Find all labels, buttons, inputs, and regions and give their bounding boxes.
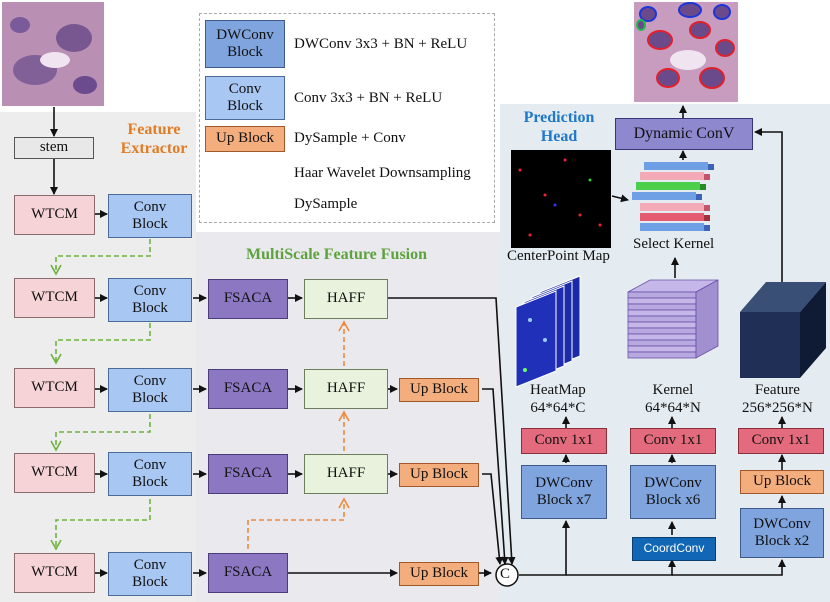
conv-block-4: Conv Block [108,452,192,496]
fusion-title: MultiScale Feature Fusion [246,246,428,263]
dwconv-block-x2: DWConv Block x2 [740,508,824,558]
input-image [2,2,104,106]
concat-node [495,563,519,587]
up-block-head: Up Block [740,470,824,494]
fsaca-block-1: FSACA [208,279,288,319]
fsaca-block-4: FSACA [208,553,288,593]
wtcm-block-2: WTCM [14,278,95,318]
wtcm-block-4: WTCM [14,453,95,493]
wtcm-block-5: WTCM [14,553,95,593]
legend-haar-desc: Haar Wavelet Downsampling [294,165,471,181]
select-kernel-graphic [632,162,714,231]
heatmap-graphic [515,275,581,388]
prediction-head-title: Prediction Head [523,109,595,146]
legend-dwconv-block: DWConv Block [205,20,285,68]
legend-conv-desc: Conv 3x3 + BN + ReLU [294,90,443,106]
conv1x1-kernel: Conv 1x1 [630,428,716,454]
stem-block: stem [14,137,94,159]
haff-block-3: HAFF [304,454,388,494]
conv-block-3: Conv Block [108,368,192,412]
feature-label: Feature 256*256*N [742,382,813,416]
haff-block-1: HAFF [304,279,388,319]
up-block-fusion-2: Up Block [399,463,479,487]
fsaca-block-2: FSACA [208,369,288,409]
fsaca-block-3: FSACA [208,454,288,494]
output-image [634,2,738,102]
concat-symbol: C [500,566,511,582]
dynamic-conv-block: Dynamic ConV [615,118,753,150]
conv-block-2: Conv Block [108,278,192,322]
up-block-fusion-1: Up Block [399,378,479,402]
kernel-graphic [627,279,719,359]
feature-cube-graphic [740,282,826,378]
kernel-label: Kernel 64*64*N [645,382,701,416]
conv-block-5: Conv Block [108,552,192,596]
centerpoint-map-label: CenterPoint Map [507,248,610,264]
conv1x1-feature: Conv 1x1 [738,428,824,454]
conv1x1-heatmap: Conv 1x1 [521,428,607,454]
wtcm-block-1: WTCM [14,195,95,235]
legend-up-desc: DySample + Conv [294,130,406,146]
legend-dysample-desc: DySample [294,196,358,212]
heatmap-label: HeatMap 64*64*C [530,382,586,416]
feature-extractor-title: Feature Extractor [120,121,188,158]
wtcm-block-3: WTCM [14,368,95,408]
centerpoint-map [511,150,611,248]
legend-conv-block: Conv Block [205,76,285,120]
up-block-fusion-3: Up Block [399,562,479,586]
dwconv-block-x6: DWConv Block x6 [630,465,716,519]
legend-up-block: Up Block [205,126,285,152]
haff-block-2: HAFF [304,369,388,409]
conv-block-1: Conv Block [108,194,192,238]
select-kernel-label: Select Kernel [633,236,715,252]
coordconv-block: CoordConv [632,537,716,561]
legend-dwconv-desc: DWConv 3x3 + BN + ReLU [294,36,468,52]
dwconv-block-x7: DWConv Block x7 [521,465,607,519]
